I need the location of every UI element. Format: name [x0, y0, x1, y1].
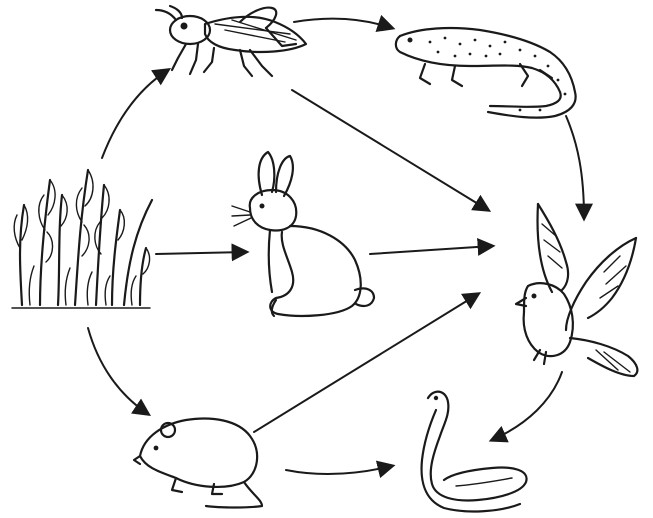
arrow-lizard-to-hawk — [566, 116, 584, 218]
arrow-grass-to-rat — [88, 328, 148, 414]
lizard-icon — [396, 28, 576, 118]
arrow-grasshopper-to-hawk — [292, 90, 488, 210]
rat-icon — [134, 419, 262, 508]
arrow-hawk-to-snake — [492, 372, 562, 440]
arrow-grasshopper-to-lizard — [294, 19, 392, 28]
grass-icon — [12, 170, 152, 308]
arrow-grass-to-grasshopper — [102, 70, 168, 158]
grasshopper-icon — [156, 6, 306, 76]
arrow-grass-to-rabbit — [156, 252, 246, 254]
food-web-arrows — [88, 19, 584, 474]
arrow-rabbit-to-hawk — [370, 246, 492, 254]
arrow-rat-to-snake — [286, 466, 392, 474]
hawk-icon — [516, 204, 637, 376]
snake-icon — [422, 392, 527, 512]
rabbit-icon — [232, 152, 374, 316]
